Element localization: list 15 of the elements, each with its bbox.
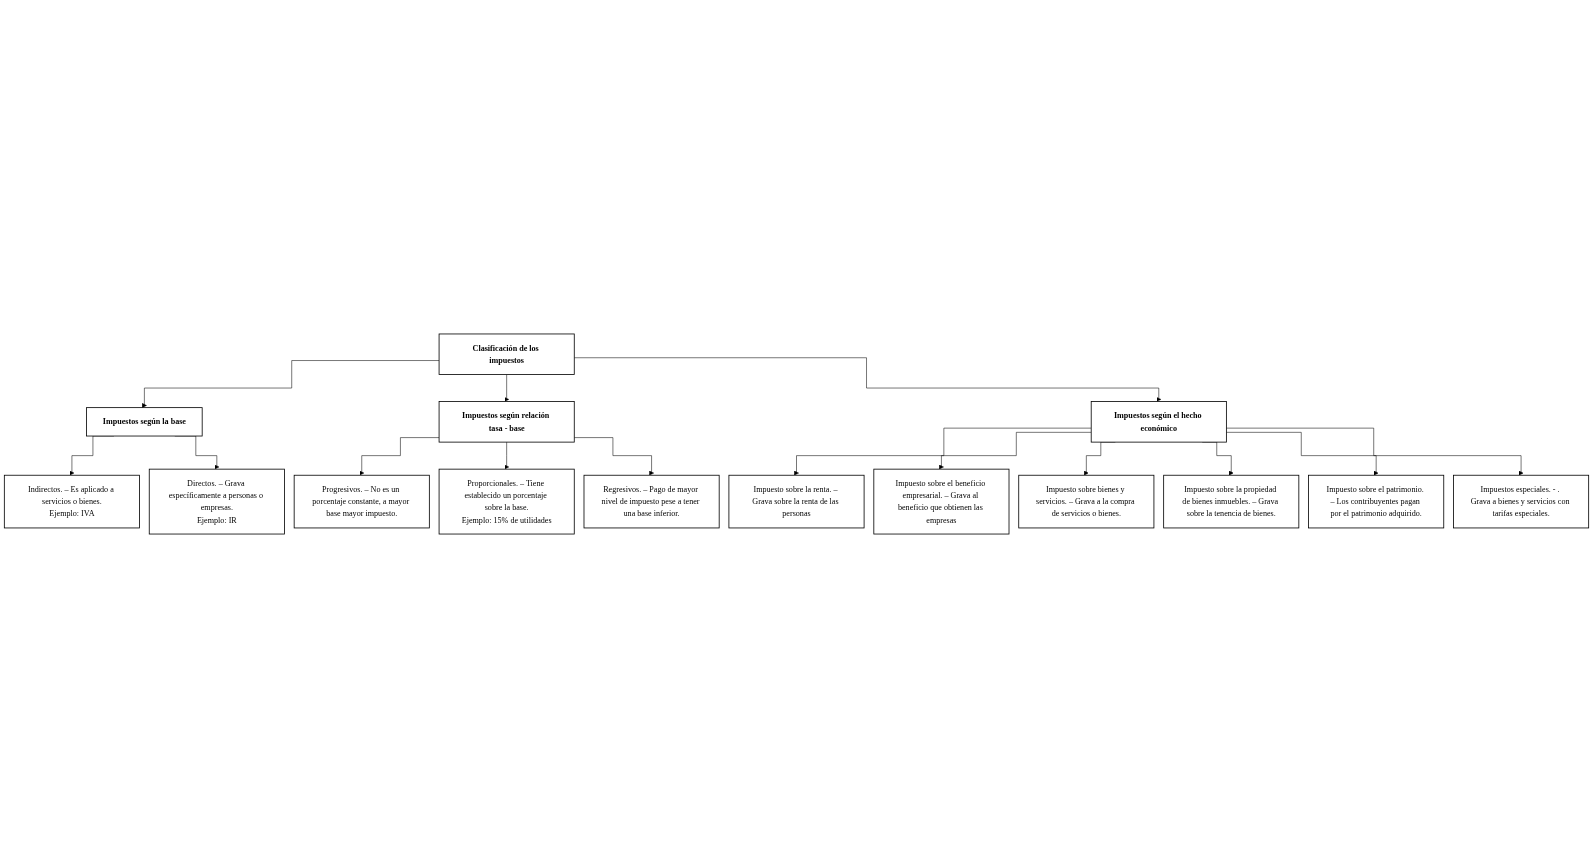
node-box: Regresivos. – Pago de mayor nivel de impuesto pese a tener una base inferior. <box>583 474 720 529</box>
node-box: Impuesto sobre la propiedad de bienes inmuebles. – Grava sobre la tenencia de bienes. <box>1163 474 1300 529</box>
node-box: Progresivos. – No es un porcentaje constante, a mayor base mayor impuesto. <box>293 474 430 529</box>
node-box: Impuestos según relación tasa - base <box>438 401 575 443</box>
node-box: Impuesto sobre la renta. – Grava sobre la renta de las personas <box>728 474 865 529</box>
node-box: Impuesto sobre bienes y servicios. – Grava a la compra de servicios o bienes. <box>1018 474 1155 529</box>
node-box: Impuestos según el hecho económico <box>1090 401 1227 443</box>
node-box: Impuesto sobre el patrimonio. – Los contribuyentes pagan por el patrimonio adquirido. <box>1308 474 1445 529</box>
node-box: Clasificación de los impuestos <box>438 333 575 375</box>
node-box: Impuesto sobre el beneficio empresarial. – Grava al beneficio que obtienen las empresas <box>873 468 1010 535</box>
node-box: Indirectos. – Es aplicado a servicios o bienes. Ejemplo: IVA <box>3 474 140 529</box>
node-box: Directos. – Grava específicamente a personas o empresas. Ejemplo: IR <box>148 468 285 535</box>
node-box: Proporcionales. – Tiene establecido un porcentaje sobre la base. Ejemplo: 15% de utilidades <box>438 468 575 535</box>
node-box: Impuestos según la base <box>86 407 203 437</box>
node-box: Impuestos especiales. - . Grava a bienes y servicios con tarifas especiales. <box>1453 474 1590 529</box>
